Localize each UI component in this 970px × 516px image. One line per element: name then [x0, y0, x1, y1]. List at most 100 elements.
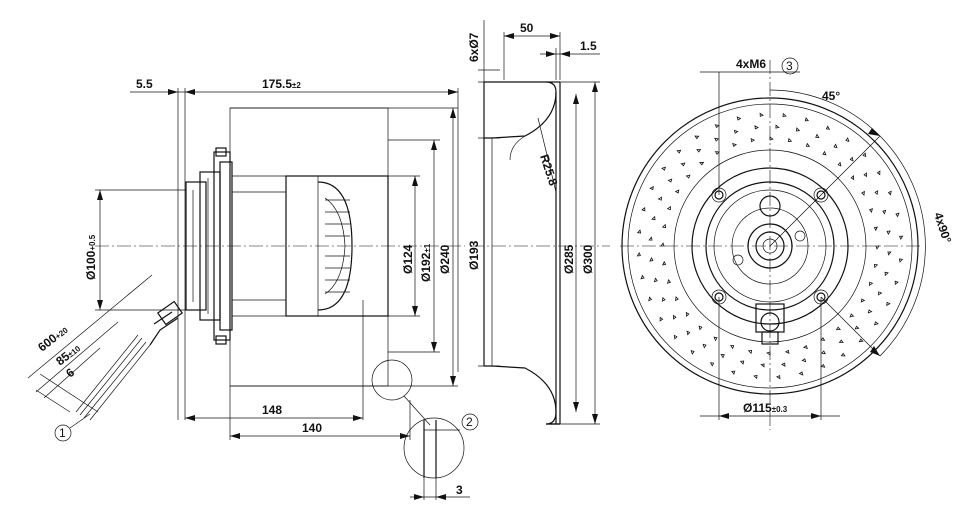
blade-mark	[686, 330, 691, 336]
blade-mark	[739, 360, 745, 365]
blade-mark	[776, 375, 781, 380]
blade-mark	[694, 135, 700, 140]
blade-mark	[714, 151, 720, 155]
blade-mark	[804, 117, 809, 122]
dim-300: Ø300	[581, 244, 595, 274]
blade-mark	[882, 209, 887, 215]
blade-mark	[887, 251, 892, 256]
blade-mark	[653, 277, 658, 283]
blade-mark	[685, 311, 690, 317]
blade-mark	[795, 127, 801, 132]
blade-mark	[733, 129, 739, 134]
blade-mark	[648, 236, 653, 241]
front-view: 4xM6 3 45° 4x90° Ø115±0.3	[620, 57, 954, 430]
blade-mark	[782, 112, 787, 118]
dim-140: 140	[302, 421, 322, 435]
dim-193: Ø193	[467, 240, 481, 270]
blade-mark	[849, 156, 854, 162]
blade-mark	[662, 260, 667, 266]
blade-mark	[820, 350, 826, 355]
dim-screws: 4xM6	[736, 57, 766, 71]
blade-mark	[874, 190, 879, 196]
detail-dim-3: 3	[456, 483, 463, 497]
blade-mark	[837, 161, 842, 167]
blade-mark	[803, 344, 808, 349]
blade-mark	[854, 325, 860, 330]
dim-width-50: 50	[520, 21, 534, 35]
dim-148: 148	[262, 403, 282, 417]
dim-radius: R25.8	[537, 153, 560, 188]
dim-hub: Ø100+0.5	[84, 234, 98, 280]
blade-mark	[873, 226, 878, 232]
blade-mark	[660, 242, 665, 247]
blade-mark	[732, 143, 737, 148]
dim-overall-length: 175.5±2	[262, 77, 301, 91]
blade-mark	[861, 190, 865, 196]
blade-mark	[873, 321, 879, 326]
dim-angle-4x90: 4x90°	[931, 211, 954, 245]
blade-mark	[876, 170, 881, 176]
blade-mark	[651, 215, 656, 221]
blade-mark	[661, 166, 667, 171]
blade-mark	[636, 229, 642, 234]
blade-mark	[858, 338, 864, 343]
blade-mark	[850, 175, 855, 181]
blade-mark	[895, 212, 900, 218]
blade-mark	[667, 178, 673, 183]
blade-mark	[714, 137, 720, 142]
blade-mark	[657, 196, 662, 201]
blade-mark	[754, 125, 759, 130]
blade-mark	[674, 189, 680, 194]
dim-holes: 6xØ7	[467, 32, 481, 62]
blade-mark	[736, 116, 742, 121]
blade-mark	[766, 351, 771, 356]
callout-2: 2	[466, 415, 473, 429]
blade-mark	[649, 185, 654, 191]
blade-mark	[815, 133, 820, 138]
blade-mark	[898, 258, 904, 263]
blade-mark	[699, 161, 705, 166]
blade-mark	[731, 370, 736, 375]
dim-285: Ø285	[562, 244, 576, 274]
blade-mark	[833, 143, 838, 149]
blade-mark	[698, 325, 703, 331]
side-view: 5.5 175.5±2	[27, 77, 479, 500]
blade-mark	[784, 349, 790, 354]
blade-mark	[709, 362, 715, 367]
blade-mark	[759, 112, 764, 117]
section-view: 6xØ7 50 1.5 R25.8 Ø193 Ø285 Ø300	[467, 20, 610, 425]
blade-mark	[760, 363, 765, 368]
blade-mark	[648, 296, 653, 302]
blade-mark	[750, 138, 756, 143]
blade-mark	[696, 149, 702, 153]
blade-mark	[702, 343, 707, 349]
blade-mark	[659, 316, 664, 322]
blade-mark	[863, 172, 867, 178]
dim-240: Ø240	[438, 244, 452, 274]
blade-mark	[787, 137, 793, 143]
blade-mark	[862, 152, 867, 158]
blade-mark	[886, 230, 891, 235]
blade-mark	[640, 274, 645, 280]
blade-mark	[835, 326, 841, 331]
blade-mark	[873, 263, 879, 269]
blade-mark	[845, 137, 850, 143]
blade-mark	[685, 174, 691, 179]
blade-mark	[676, 149, 682, 154]
blade-mark	[840, 352, 846, 357]
blade-mark	[714, 124, 720, 129]
dim-cable-6: 6	[63, 365, 77, 380]
blade-mark	[636, 252, 641, 257]
dim-angle-45: 45°	[822, 89, 840, 103]
blade-mark	[775, 124, 780, 129]
blade-mark	[899, 235, 904, 240]
blade-mark	[849, 313, 855, 318]
blade-mark	[661, 223, 667, 229]
dim-115: Ø115±0.3	[743, 401, 788, 415]
callout-1: 1	[59, 426, 66, 440]
blade-mark	[769, 136, 774, 141]
blade-mark	[868, 208, 873, 213]
blade-mark	[875, 245, 880, 250]
impeller-blades	[636, 112, 904, 380]
